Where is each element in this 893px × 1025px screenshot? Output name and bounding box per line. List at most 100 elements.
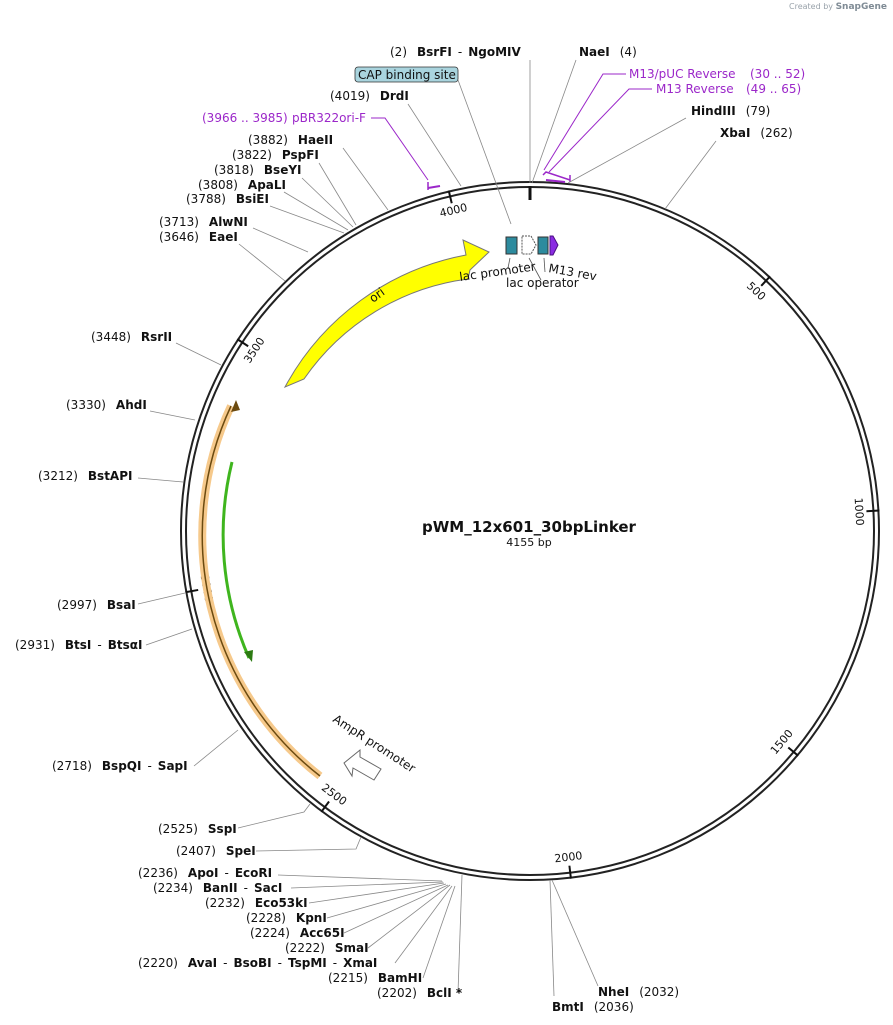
enzyme-site-bsai: (2997) BsaI	[57, 598, 136, 612]
primer-pbr322-name: pBR322ori-F	[292, 111, 366, 125]
enzyme-name: BspQI	[102, 759, 142, 773]
enzyme-position: (4)	[620, 45, 637, 59]
tick-mark-1500	[787, 746, 799, 757]
primer-m13puc-bracket	[542, 171, 571, 181]
enzyme-name: BtsαI	[108, 638, 143, 652]
enzyme-position: (2997)	[57, 598, 97, 612]
primer-m13rev-range: (49 .. 65)	[746, 82, 801, 96]
enzyme-site-kpni: (2228)KpnI	[246, 911, 327, 925]
enzyme-position: (2234)	[153, 881, 193, 895]
enzyme-position: (3882)	[248, 133, 288, 147]
enzyme-position: (3808)	[198, 178, 238, 192]
enzyme-name: BseYI	[264, 163, 302, 177]
enzyme-name: EcoRI	[235, 866, 272, 880]
tick-label-1000: 1000	[852, 497, 867, 526]
enzyme-name: BsoBI	[234, 956, 272, 970]
enzyme-name: XbaI	[720, 126, 750, 140]
enzyme-position: (3646)	[159, 230, 199, 244]
enzyme-position: (2718)	[52, 759, 92, 773]
tick-label-2000: 2000	[554, 849, 583, 865]
enzyme-name: BmtI	[552, 1000, 584, 1014]
enzyme-site-haeii: (3882) HaeII	[248, 133, 333, 147]
enzyme-separator: -	[225, 866, 229, 880]
enzyme-name: XmaI	[343, 956, 377, 970]
enzyme-site-ahdi: (3330)AhdI	[66, 398, 147, 412]
watermark-created-by: Created by	[789, 2, 834, 11]
enzyme-site-alwni: (3713)AlwNI	[159, 215, 248, 229]
tick-label-4000: 4000	[438, 201, 468, 220]
primer-pbr322-range: (3966 .. 3985)	[202, 111, 288, 125]
enzyme-site-rsrii: (3448)RsrII	[91, 330, 172, 344]
enzyme-name: EaeI	[209, 230, 238, 244]
ampr-feature-arrow	[198, 404, 323, 780]
enzyme-name: SapI	[158, 759, 188, 773]
enzyme-name: SacI	[254, 881, 282, 895]
enzyme-site-banii: (2234)BanII-SacI	[153, 881, 282, 895]
enzyme-name: SspI	[208, 822, 237, 836]
enzyme-site-bcli: (2202)BclI *	[377, 986, 463, 1000]
enzyme-position: (2407)	[176, 844, 216, 858]
enzyme-position: (4019)	[330, 89, 370, 103]
ampr-promoter-arrow	[343, 748, 382, 781]
lac-operator-arrow	[521, 235, 537, 255]
cap-site-box	[537, 236, 549, 255]
enzyme-position: (3788)	[186, 192, 226, 206]
enzyme-name: Eco53kI	[255, 896, 308, 910]
primer-m13puc-range: (30 .. 52)	[750, 67, 805, 81]
enzyme-site-spei: (2407) SpeI	[176, 844, 256, 858]
enzyme-site-eaei: (3646) EaeI	[159, 230, 238, 244]
enzyme-separator: -	[97, 638, 101, 652]
enzyme-name: HaeII	[298, 133, 333, 147]
primer-m13rev-bracket	[545, 179, 566, 183]
enzyme-site-avai: (2220)AvaI-BsoBI-TspMI-XmaI	[138, 956, 377, 970]
enzyme-leader-lines	[137, 59, 717, 997]
enzyme-site-bsiei: (3788)BsiEI	[186, 192, 269, 206]
enzyme-position: (79)	[746, 104, 771, 118]
enzyme-site-apali: (3808) ApaLI	[198, 178, 286, 192]
tick-mark-3000	[185, 588, 199, 594]
watermark-brand: SnapGene	[835, 2, 887, 12]
enzyme-separator: -	[147, 759, 151, 773]
tick-label-1500: 1500	[768, 727, 796, 757]
enzyme-site-bamhi: (2215) BamHI	[328, 971, 422, 985]
enzyme-name: BtsI	[65, 638, 92, 652]
tick-mark-2000	[568, 865, 572, 879]
enzyme-site-bsrfi: (2)BsrFI-NgoMIV	[390, 45, 522, 59]
enzyme-site-hindiii: HindIII (79)	[691, 104, 770, 118]
enzyme-position: (262)	[760, 126, 792, 140]
enzyme-position: (2202)	[377, 986, 417, 1000]
tick-label-2500: 2500	[319, 781, 349, 808]
enzyme-name: TspMI	[288, 956, 327, 970]
lac-promoter-box	[505, 236, 518, 255]
lac-operator-label: lac operator	[506, 276, 579, 290]
enzyme-position: (3818)	[214, 163, 254, 177]
enzyme-site-pspfi: (3822)PspFI	[232, 148, 319, 162]
primer-pbr322-leader	[371, 117, 429, 181]
enzyme-name: BsaI	[107, 598, 136, 612]
enzyme-site-bseyi: (3818) BseYI	[214, 163, 302, 177]
green-feature-arrow	[221, 461, 251, 659]
plasmid-name: pWM_12x601_30bpLinker	[422, 518, 637, 536]
enzyme-site-bspqi: (2718) BspQI-SapI	[52, 759, 188, 773]
enzyme-name: HindIII	[691, 104, 736, 118]
enzyme-name: SpeI	[226, 844, 256, 858]
enzyme-site-acc65i: (2224)Acc65I	[250, 926, 345, 940]
enzyme-position: (2215)	[328, 971, 368, 985]
enzyme-site-sspi: (2525) SspI	[158, 822, 237, 836]
enzyme-name: AvaI	[188, 956, 217, 970]
enzyme-name: DrdI	[380, 89, 409, 103]
primer-m13puc-name: M13/pUC Reverse	[629, 67, 736, 81]
enzyme-name: KpnI	[296, 911, 327, 925]
enzyme-name: NheI	[598, 985, 629, 999]
enzyme-position: (2525)	[158, 822, 198, 836]
enzyme-site-bstapi: (3212)BstAPI	[38, 469, 132, 483]
primer-pbr322-bracket	[427, 185, 441, 189]
enzyme-name: BamHI	[378, 971, 422, 985]
enzyme-separator: -	[244, 881, 248, 895]
enzyme-position: (2036)	[594, 1000, 634, 1014]
enzyme-position: (3822)	[232, 148, 272, 162]
tick-mark-4000	[447, 190, 453, 204]
primer-m13rev-name: M13 Reverse	[656, 82, 734, 96]
enzyme-name: ApaLI	[248, 178, 286, 192]
